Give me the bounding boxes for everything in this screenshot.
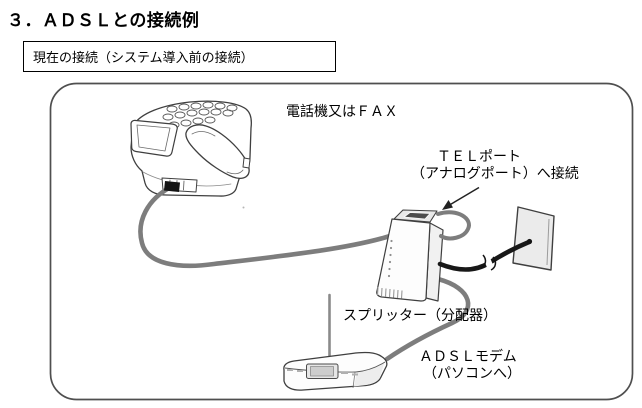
phone-to-splitter-cable xyxy=(138,184,393,269)
splitter-illustration xyxy=(376,209,444,302)
current-connection-label: 現在の接続（システム導入前の接続） xyxy=(33,50,254,65)
modem-front-dashes xyxy=(287,369,358,376)
splitter-front-face xyxy=(376,218,431,302)
handset-lower-line xyxy=(226,169,244,175)
adsl-modem-illustration xyxy=(283,293,388,391)
label-adsl-modem-line1: ＡＤＳＬモデム xyxy=(419,350,517,365)
phone-handset xyxy=(185,124,250,179)
current-connection-box: 現在の接続（システム導入前の接続） xyxy=(23,41,336,72)
phone-cord-plug xyxy=(164,181,180,192)
label-tel-port-line1: ＴＥＬポート xyxy=(437,150,521,165)
page-title: ３．ＡＤＳＬとの接続例 xyxy=(7,11,200,30)
wall-jack-socket-dot xyxy=(526,238,533,245)
wall-jack-illustration xyxy=(512,206,555,271)
label-tel-port-line2: （アナログポート）へ接続 xyxy=(411,167,579,182)
cable-break-gap xyxy=(481,250,496,275)
splitter-vent-lines xyxy=(376,286,403,299)
tel-port-pointer-arrow xyxy=(442,186,480,210)
arrow-shaft xyxy=(446,186,480,208)
cable-break-tick-left xyxy=(480,254,487,269)
label-phone-or-fax: 電話機又はＦＡＸ xyxy=(286,105,398,120)
modem-right-face xyxy=(354,362,385,387)
splitter-led-dots xyxy=(387,239,393,278)
modem-right-edge-line xyxy=(355,361,386,373)
wall-jack-plate xyxy=(512,206,555,271)
telephone-or-fax-illustration xyxy=(130,100,252,197)
phone-side-button xyxy=(242,157,251,169)
tel-port-loop-cable xyxy=(436,210,471,241)
phone-cradle-inner-line xyxy=(136,124,171,152)
modem-display-inner xyxy=(310,366,334,377)
label-splitter: スプリッター（分配器） xyxy=(343,309,497,324)
splitter-to-modem-cable xyxy=(384,276,471,362)
tel-port-slot xyxy=(403,212,431,220)
label-adsl-modem-line2: （パソコンへ） xyxy=(423,367,521,382)
handset-highlight-line xyxy=(191,131,216,137)
wall-jack-edge-line xyxy=(546,218,550,266)
cable-break-tick-right xyxy=(490,256,497,271)
arrow-head xyxy=(442,200,453,210)
speck xyxy=(242,206,245,209)
